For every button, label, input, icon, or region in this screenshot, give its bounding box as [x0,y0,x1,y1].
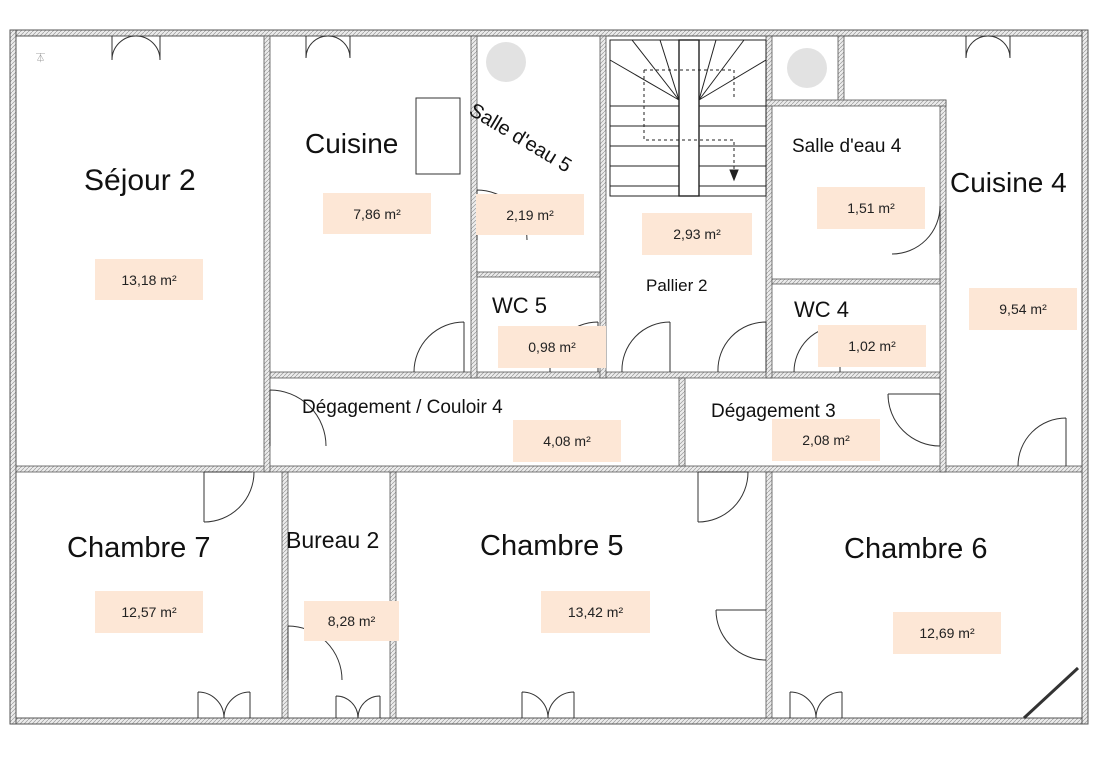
area-badge-wc-5: 0,98 m² [498,326,606,368]
area-badge-cuisine-4: 9,54 m² [969,288,1077,330]
room-label-degagement-couloir-4: Dégagement / Couloir 4 [302,397,503,418]
area-badge-degagement-couloir-4: 4,08 m² [513,420,621,462]
room-label-bureau-2: Bureau 2 [286,527,380,553]
compass-icon: ⏄ [36,53,46,63]
room-label-wc-5: WC 5 [492,293,547,318]
staircase [609,39,767,197]
area-badge-chambre-7: 12,57 m² [95,591,203,633]
area-badge-cuisine: 7,86 m² [323,193,431,234]
shower-tray-4 [787,48,827,88]
area-badge-chambre-5: 13,42 m² [541,591,650,633]
room-label-degagement-3: Dégagement 3 [711,401,836,422]
area-badge-degagement-3: 2,08 m² [772,419,880,461]
room-label-chambre-6: Chambre 6 [844,533,988,565]
fixtures [415,42,827,175]
area-badge-salle-deau-4: 1,51 m² [817,187,925,229]
room-label-chambre-5: Chambre 5 [480,530,624,562]
shower-tray-5 [486,42,526,82]
room-label-cuisine-4: Cuisine 4 [950,167,1067,198]
room-label-sejour-2: Séjour 2 [84,164,196,197]
room-label-cuisine: Cuisine [305,128,399,159]
area-badge-wc-4: 1,02 m² [818,325,926,367]
area-badge-chambre-6: 12,69 m² [893,612,1001,654]
room-label-wc-4: WC 4 [794,297,849,322]
area-badge-bureau-2: 8,28 m² [304,601,399,641]
area-badge-pallier-2: 2,93 m² [642,213,752,255]
area-badge-salle-deau-5: 2,19 m² [476,194,584,235]
area-badge-sejour-2: 13,18 m² [95,259,203,300]
room-label-chambre-7: Chambre 7 [67,532,211,564]
room-label-pallier-2: Pallier 2 [646,276,708,295]
room-label-salle-deau-4: Salle d'eau 4 [792,136,902,157]
cooktop [415,97,461,175]
outer-walls [9,29,1089,725]
